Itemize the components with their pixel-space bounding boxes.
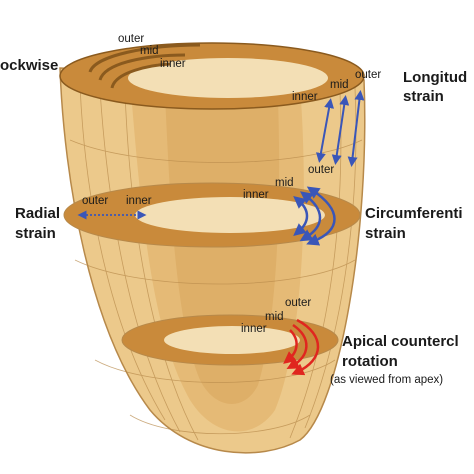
longitudinal-outer-label: outer	[355, 69, 382, 81]
longitudinal-arrows	[315, 90, 365, 167]
apical-mid-label: mid	[265, 311, 284, 323]
mid-ring	[63, 182, 361, 248]
apical-inner-label: inner	[241, 323, 267, 335]
top-mid-label: mid	[140, 45, 159, 57]
radial-inner-label: inner	[126, 195, 152, 207]
basal-ring	[59, 42, 365, 110]
radial-outer-label: outer	[82, 195, 109, 207]
clockwise-label: ockwise	[0, 57, 59, 74]
apical-note: (as viewed from apex)	[330, 374, 444, 386]
circumferential-title-line1: Circumferenti	[365, 205, 463, 222]
apical-title-line1: Apical countercl	[342, 333, 459, 350]
radial-title-line2: strain	[15, 225, 56, 242]
circumferential-arrows	[293, 186, 336, 246]
apical-outer-label: outer	[285, 297, 312, 309]
radial-title-line1: Radial	[15, 205, 61, 222]
circ-inner-label: inner	[243, 189, 269, 201]
top-inner-label: inner	[160, 58, 186, 70]
longitudinal-mid-label: mid	[330, 79, 349, 91]
circ-mid-label: mid	[275, 177, 294, 189]
circ-outer-label: outer	[308, 164, 335, 176]
apical-rotation-arrows	[283, 318, 320, 376]
top-outer-label: outer	[118, 33, 145, 45]
longitudinal-title-line2: strain	[403, 88, 444, 105]
circumferential-title-line2: strain	[365, 225, 406, 242]
apical-title-line2: rotation	[342, 353, 398, 370]
longitudinal-title-line1: Longitud	[403, 69, 468, 86]
longitudinal-inner-label: inner	[292, 91, 318, 103]
